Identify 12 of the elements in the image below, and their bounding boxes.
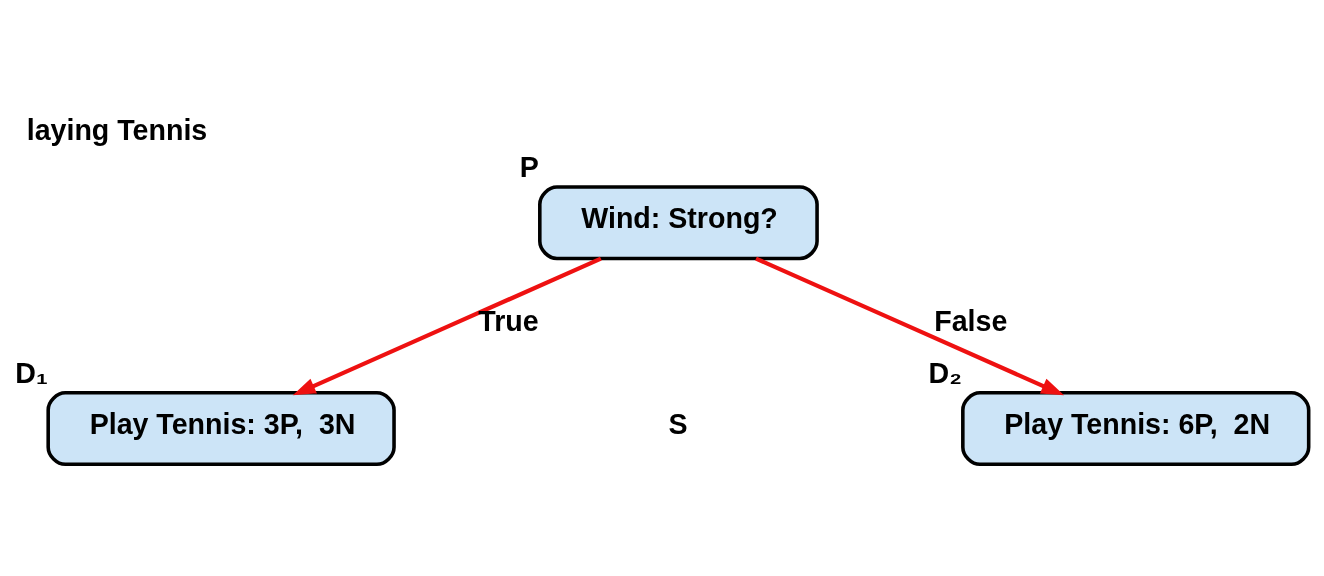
node-box: Wind: Strong? — [538, 184, 819, 260]
arrow — [292, 256, 602, 395]
edge-label: False — [934, 304, 1008, 337]
diagram-title: laying Tennis — [26, 113, 208, 146]
edge-label: True — [478, 304, 539, 337]
node-box: Play Tennis: 6P, 2N — [961, 390, 1311, 466]
node-label: P — [519, 150, 539, 183]
arrow — [755, 256, 1065, 395]
label: S — [668, 407, 688, 440]
node-label: D₂ — [928, 356, 962, 389]
node-label: D₁ — [15, 356, 48, 389]
node-box: Play Tennis: 3P, 3N — [46, 390, 396, 466]
